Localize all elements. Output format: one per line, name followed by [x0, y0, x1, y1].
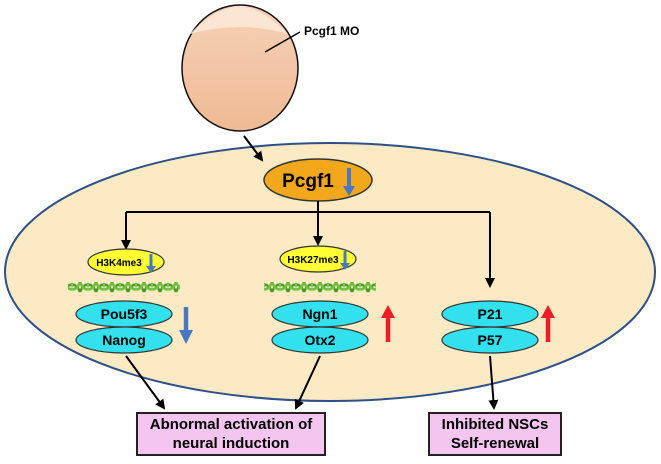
arrow-branch-3-to-outcome	[488, 355, 499, 410]
arrow-branch-1-to-outcome	[125, 355, 166, 410]
outcome-2-line-2: Self-renewal	[450, 435, 540, 452]
dna-helix-icon-2	[264, 282, 376, 296]
gene-label-nanog: Nanog	[102, 332, 146, 348]
outcome-box-neural-induction: Abnormal activation of neural induction	[136, 412, 326, 456]
outcome-box-nsc-self-renewal: Inhibited NSCs Self-renewal	[428, 412, 562, 456]
gene-node-otx2	[271, 326, 369, 354]
embryo-icon	[181, 4, 299, 132]
gene-node-p57	[441, 326, 539, 354]
gene-label-ngn1: Ngn1	[303, 306, 338, 322]
gene-label-otx2: Otx2	[304, 332, 335, 348]
histone-mark-down-arrow-1	[146, 254, 156, 273]
gene-label-p21: P21	[478, 306, 503, 322]
arrow-embryo-to-pcgf1	[243, 135, 264, 162]
outcome-1-line-1: Abnormal activation of	[149, 416, 313, 433]
arrow-branch-2-to-outcome	[294, 355, 321, 410]
dna-helix-icon-1	[68, 282, 180, 296]
outcome-1-line-2: neural induction	[172, 435, 290, 452]
central-gene-label: Pcgf1	[282, 171, 334, 192]
histone-mark-node-1	[87, 248, 165, 276]
embryo-label: Pcgf1 MO	[304, 24, 359, 38]
gene-label-p57: P57	[478, 332, 503, 348]
histone-mark-label-1: H3K4me3	[96, 258, 142, 269]
gene-node-nanog	[75, 326, 173, 354]
branch-3-up-arrow	[541, 305, 555, 342]
embryo-label-pointer	[264, 31, 301, 53]
histone-mark-node-2	[279, 245, 357, 273]
outcome-2-line-1: Inhibited NSCs	[441, 416, 549, 433]
branch-2-up-arrow	[381, 305, 395, 342]
branch-1-down-arrow	[179, 307, 193, 344]
histone-mark-down-arrow-2	[340, 251, 350, 270]
histone-mark-label-2: H3K27me3	[287, 255, 339, 266]
gene-label-pou5f3: Pou5f3	[101, 306, 148, 322]
central-gene-down-arrow	[343, 168, 355, 196]
